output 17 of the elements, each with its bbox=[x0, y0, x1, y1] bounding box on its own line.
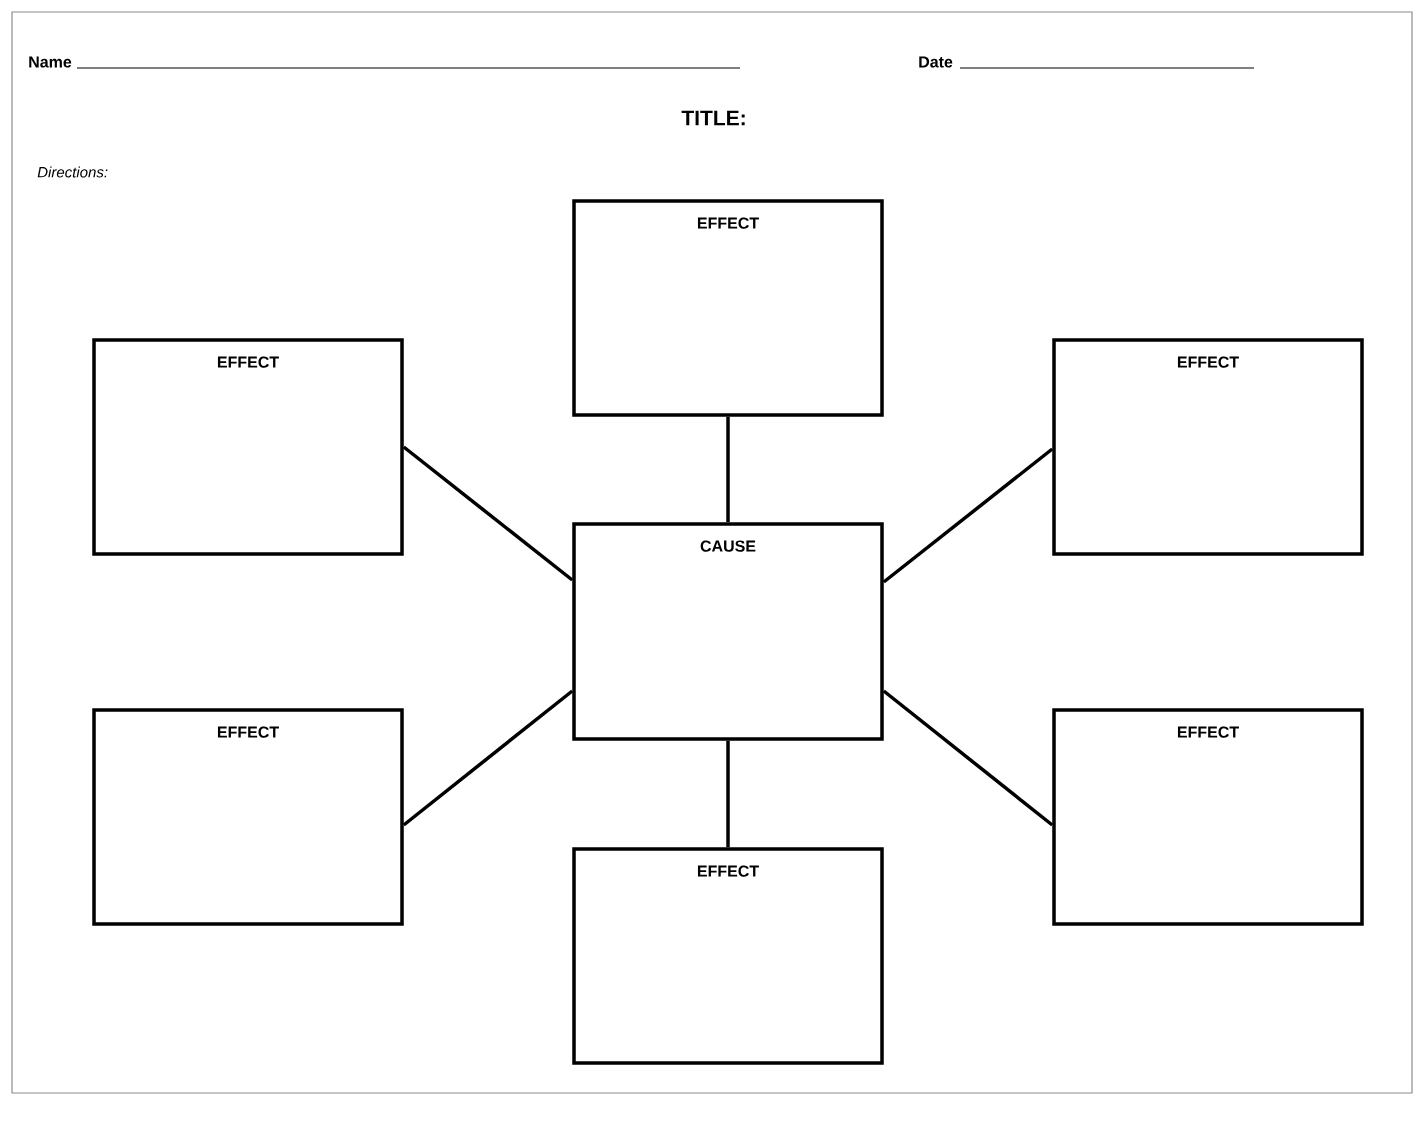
connector-line bbox=[726, 740, 730, 848]
effect-box: EFFECT bbox=[1052, 338, 1364, 556]
effect-box: EFFECT bbox=[572, 847, 884, 1065]
connector-line bbox=[402, 689, 574, 827]
effect-box: EFFECT bbox=[92, 338, 404, 556]
connector-line bbox=[882, 447, 1054, 584]
title: TITLE: bbox=[681, 110, 745, 126]
field-label: Directions: bbox=[37, 166, 108, 178]
field-label: Name bbox=[29, 56, 72, 68]
cause-box: CAUSE bbox=[572, 522, 884, 741]
connector-line bbox=[402, 445, 574, 582]
connector-line bbox=[726, 416, 730, 523]
field-label: Date bbox=[919, 56, 953, 68]
effect-box: EFFECT bbox=[572, 199, 884, 417]
connector-line bbox=[882, 689, 1054, 827]
effect-box: EFFECT bbox=[1052, 708, 1364, 926]
effect-box: EFFECT bbox=[92, 708, 404, 926]
